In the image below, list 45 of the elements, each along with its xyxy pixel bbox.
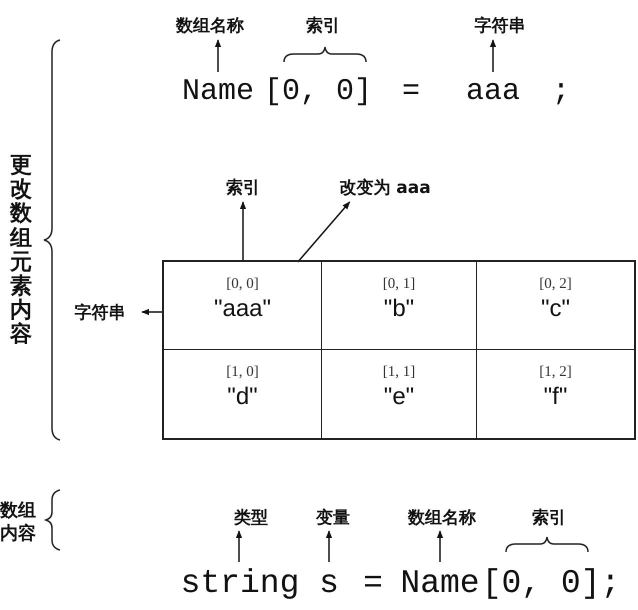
arrow [297,201,350,262]
array-table [162,260,636,440]
index-text: [1, 1] [382,364,416,381]
array-cell [322,262,477,350]
index-text: [0, 0] [226,276,259,293]
code-token: s [318,562,340,604]
arrow [141,308,164,316]
annotation-label: 索引 [531,506,567,530]
annotation-label: 索引 [305,14,341,38]
arrow [436,530,444,562]
arrow [240,201,246,262]
code-token: [0, 0]; [480,564,622,604]
annotation-label: 数组名称 [386,503,498,531]
annotation-label: 字符串 [58,297,142,327]
array-cell [164,262,322,350]
arrow [214,39,222,72]
code-token: Name [180,72,256,112]
value-text: "f" [544,383,568,411]
index-text: [0, 1] [382,276,416,293]
annotation-label: 变量 [304,503,362,531]
arrow [490,39,496,72]
value-text: "b" [384,295,414,323]
code-token: = [400,74,421,111]
code-token: aaa [463,72,523,112]
index-text: [1, 0] [226,364,259,381]
code-token: Name [400,562,480,604]
code-token: ; [550,74,571,111]
arrow [326,530,332,562]
arrow [236,530,242,562]
annotation-label: 索引 [212,172,274,202]
section-label: 数组内容 [0,500,36,545]
index-text: [1, 2] [539,364,572,381]
vertical-label: 更改数组元素内容 [10,154,32,348]
value-text: "c" [540,295,570,323]
code-token: = [362,564,384,604]
annotation-label: 类型 [222,503,280,531]
annotation-label: 字符串 [455,10,545,40]
value-text: "aaa" [214,295,272,323]
code-token: string [180,562,300,604]
index-text: [0, 2] [539,276,572,293]
value-text: "e" [384,383,414,411]
code-token: [0, 0] [262,74,374,111]
annotation-label: 数组名称 [150,10,270,40]
value-text: "d" [227,383,258,411]
annotation-label: 改变为 aaa [305,172,465,202]
